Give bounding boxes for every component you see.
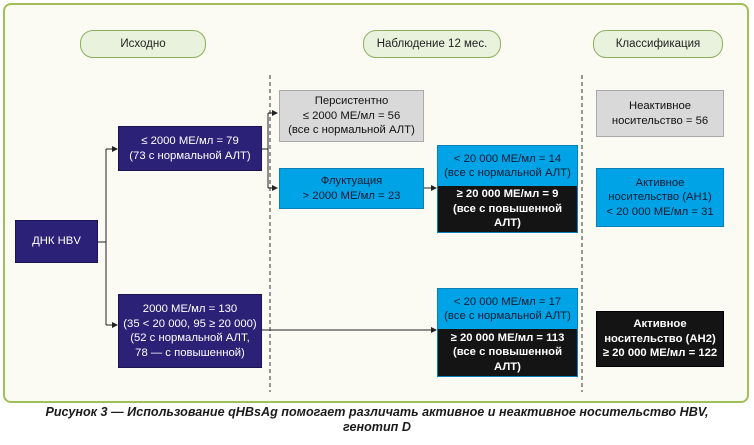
class-active-ah2: Активное носительство (АН2) ≥ 20 000 МЕ/…: [596, 311, 724, 367]
phase-baseline: Исходно: [80, 30, 206, 58]
class-inactive-carrier: Неактивное носительство = 56: [596, 90, 724, 137]
fluctuation-sub-stack: < 20 000 МЕ/мл = 14 (все с нормальной АЛ…: [437, 145, 578, 233]
persistent-low: Персистентно ≤ 2000 МЕ/мл = 56 (все с но…: [279, 90, 424, 142]
phase-followup: Наблюдение 12 мес.: [363, 30, 501, 58]
fluctuation: Флуктуация > 2000 МЕ/мл = 23: [279, 168, 424, 209]
figure-caption: Рисунок 3 — Использование qHBsAg помогае…: [45, 405, 709, 434]
low-viral-load-group: ≤ 2000 МЕ/мл = 79 (73 с нормальной АЛТ): [118, 126, 262, 171]
class-active-ah1: Активное носительство (АН1) < 20 000 МЕ/…: [596, 168, 724, 227]
fluct-normal-alt: < 20 000 МЕ/мл = 14 (все с нормальной АЛ…: [438, 146, 577, 186]
phase-classification: Классификация: [593, 30, 723, 58]
fluct-elevated-alt: ≥ 20 000 МЕ/мл = 9 (все с повышенной АЛТ…: [438, 186, 577, 232]
high-normal-alt: < 20 000 МЕ/мл = 17 (все с нормальной АЛ…: [438, 289, 577, 329]
root-hbv-dna: ДНК HBV: [15, 220, 98, 263]
high-sub-stack: < 20 000 МЕ/мл = 17 (все с нормальной АЛ…: [437, 288, 578, 377]
high-elevated-alt: ≥ 20 000 МЕ/мл = 113 (все с повышенной А…: [438, 329, 577, 376]
high-viral-load-group: 2000 МЕ/мл = 130 (35 < 20 000, 95 ≥ 20 0…: [118, 294, 262, 368]
